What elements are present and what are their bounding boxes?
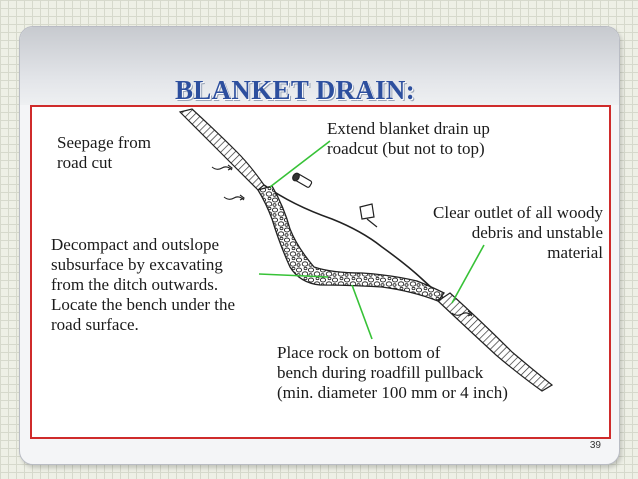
place-rock-label: Place rock on bottom of bench during roa…: [277, 343, 508, 402]
leader-extend: [269, 140, 331, 188]
leader-rock: [351, 284, 373, 340]
leader-lines: [258, 140, 485, 340]
woody-debris-log: [292, 172, 313, 188]
slide-header-band: [20, 27, 619, 105]
decompact-label: Decompact and outslope subsurface by exc…: [51, 235, 236, 334]
woody-debris-stump: [359, 203, 378, 228]
leader-decompact: [258, 273, 329, 278]
clear-outlet-label: Clear outlet of all woody debris and uns…: [433, 203, 603, 262]
slide-title: BLANKET DRAIN:: [175, 75, 415, 105]
seepage-arrows: [211, 164, 474, 317]
blanket-drain-diagram: [178, 108, 554, 392]
blanket-drain-rock-fill: [256, 185, 445, 302]
lower-slope-soil: [437, 292, 554, 392]
diagram-panel: Seepage from road cut Extend blanket dra…: [30, 105, 611, 439]
leader-outlet: [451, 244, 485, 304]
page-number: 39: [589, 440, 601, 451]
slide-card: BLANKET DRAIN:: [19, 26, 620, 465]
upper-slope-soil: [178, 108, 265, 191]
extend-drain-label: Extend blanket drain up roadcut (but not…: [327, 119, 490, 158]
seepage-label: Seepage from road cut: [57, 133, 151, 172]
